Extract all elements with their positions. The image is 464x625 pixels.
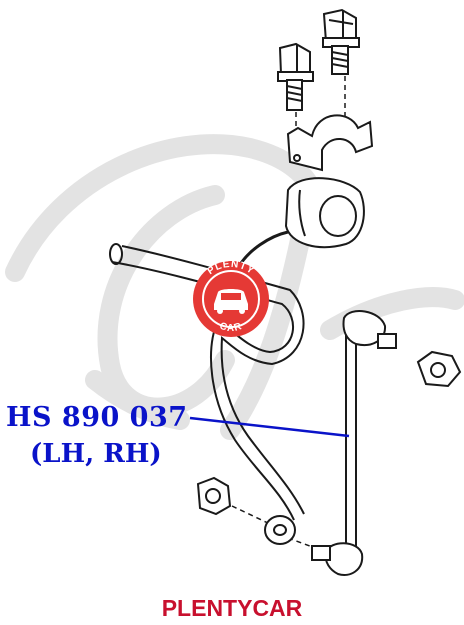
nut-icon [196,476,232,516]
bushing-icon [284,177,365,249]
brand-footer: PLENTYCAR [161,595,303,621]
nut-icon [416,350,462,388]
part-number-label: HS 890 037 [6,402,188,433]
logo-badge: PLENTY CAR [193,259,269,337]
bolt-icon [277,42,314,111]
bolt-icon [322,8,360,75]
part-side-label: (LH, RH) [30,439,162,469]
logo-text-bottom: CAR [218,321,244,334]
bar-end-eye [264,515,296,545]
mounting-bracket [286,114,374,172]
callout-line [189,416,350,438]
stabilizer-link [311,310,397,576]
logo-text-top: PLENTY [206,259,257,277]
car-icon [214,289,248,314]
